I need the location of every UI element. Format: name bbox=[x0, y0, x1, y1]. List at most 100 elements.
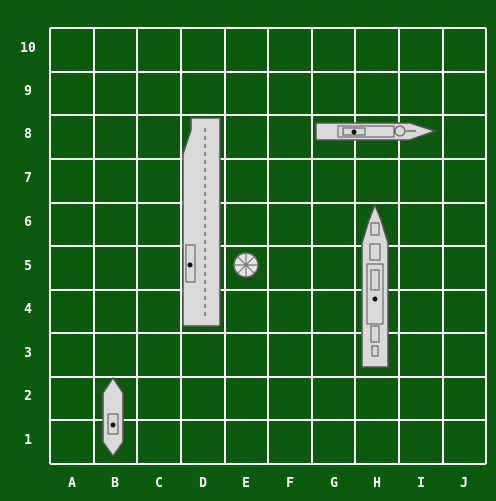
cell-a5[interactable] bbox=[51, 247, 93, 289]
cell-a8[interactable] bbox=[51, 116, 93, 158]
cell-j8[interactable] bbox=[444, 116, 485, 158]
cell-j7[interactable] bbox=[444, 160, 485, 202]
cell-c10[interactable] bbox=[138, 29, 180, 71]
cell-i6[interactable] bbox=[400, 204, 442, 245]
cell-b3[interactable] bbox=[95, 334, 136, 376]
col-label-j: J bbox=[460, 476, 468, 491]
cell-e9[interactable] bbox=[226, 73, 267, 114]
cell-i2[interactable] bbox=[400, 378, 442, 419]
cell-h9[interactable] bbox=[356, 73, 398, 114]
cell-i9[interactable] bbox=[400, 73, 442, 114]
cell-j9[interactable] bbox=[444, 73, 485, 114]
cell-h10[interactable] bbox=[356, 29, 398, 71]
cell-a3[interactable] bbox=[51, 334, 93, 376]
cell-f5[interactable] bbox=[269, 247, 311, 289]
cell-a1[interactable] bbox=[51, 421, 93, 463]
cell-b9[interactable] bbox=[95, 73, 136, 114]
cell-e7[interactable] bbox=[226, 160, 267, 202]
col-label-b: B bbox=[111, 476, 119, 491]
cell-f2[interactable] bbox=[269, 378, 311, 419]
row-label-10: 10 bbox=[20, 41, 36, 56]
cell-g7[interactable] bbox=[313, 160, 354, 202]
cell-f4[interactable] bbox=[269, 291, 311, 332]
cell-c1[interactable] bbox=[138, 421, 180, 463]
cell-c2[interactable] bbox=[138, 378, 180, 419]
cell-e1[interactable] bbox=[226, 421, 267, 463]
cell-f8[interactable] bbox=[269, 116, 311, 158]
cell-a7[interactable] bbox=[51, 160, 93, 202]
cell-g6[interactable] bbox=[313, 204, 354, 245]
cell-j3[interactable] bbox=[444, 334, 485, 376]
cell-i1[interactable] bbox=[400, 421, 442, 463]
cell-e3[interactable] bbox=[226, 334, 267, 376]
cell-g10[interactable] bbox=[313, 29, 354, 71]
cell-c9[interactable] bbox=[138, 73, 180, 114]
row-label-6: 6 bbox=[24, 215, 32, 230]
cell-e10[interactable] bbox=[226, 29, 267, 71]
cell-d2[interactable] bbox=[182, 378, 224, 419]
cell-i5[interactable] bbox=[400, 247, 442, 289]
cell-f10[interactable] bbox=[269, 29, 311, 71]
cell-c6[interactable] bbox=[138, 204, 180, 245]
cruiser-bridge-dot bbox=[352, 130, 357, 135]
cell-a2[interactable] bbox=[51, 378, 93, 419]
cell-a9[interactable] bbox=[51, 73, 93, 114]
cell-d1[interactable] bbox=[182, 421, 224, 463]
battleship-aft-turret bbox=[372, 346, 378, 356]
cell-i3[interactable] bbox=[400, 334, 442, 376]
cell-e8[interactable] bbox=[226, 116, 267, 158]
col-label-d: D bbox=[199, 476, 207, 491]
cell-g5[interactable] bbox=[313, 247, 354, 289]
cell-b5[interactable] bbox=[95, 247, 136, 289]
cell-e4[interactable] bbox=[226, 291, 267, 332]
crosshair-disc-icon[interactable] bbox=[234, 253, 258, 277]
cell-f7[interactable] bbox=[269, 160, 311, 202]
cell-c4[interactable] bbox=[138, 291, 180, 332]
cell-c5[interactable] bbox=[138, 247, 180, 289]
row-label-9: 9 bbox=[24, 84, 32, 99]
cell-b8[interactable] bbox=[95, 116, 136, 158]
cell-j5[interactable] bbox=[444, 247, 485, 289]
cell-c3[interactable] bbox=[138, 334, 180, 376]
cell-f9[interactable] bbox=[269, 73, 311, 114]
cell-b7[interactable] bbox=[95, 160, 136, 202]
row-label-4: 4 bbox=[24, 302, 32, 317]
cell-f1[interactable] bbox=[269, 421, 311, 463]
cell-e2[interactable] bbox=[226, 378, 267, 419]
cell-c7[interactable] bbox=[138, 160, 180, 202]
cell-a6[interactable] bbox=[51, 204, 93, 245]
cell-b6[interactable] bbox=[95, 204, 136, 245]
cell-j10[interactable] bbox=[444, 29, 485, 71]
cruiser-ship[interactable] bbox=[316, 123, 435, 140]
cell-e6[interactable] bbox=[226, 204, 267, 245]
carrier-ship[interactable] bbox=[183, 118, 220, 326]
cell-i10[interactable] bbox=[400, 29, 442, 71]
cell-g4[interactable] bbox=[313, 291, 354, 332]
cell-g1[interactable] bbox=[313, 421, 354, 463]
cell-j4[interactable] bbox=[444, 291, 485, 332]
cell-j1[interactable] bbox=[444, 421, 485, 463]
cell-h1[interactable] bbox=[356, 421, 398, 463]
patrol-boat-ship[interactable] bbox=[103, 378, 123, 456]
cell-f6[interactable] bbox=[269, 204, 311, 245]
battleship-ship[interactable] bbox=[362, 205, 388, 367]
cell-b10[interactable] bbox=[95, 29, 136, 71]
cell-d3[interactable] bbox=[182, 334, 224, 376]
cell-j6[interactable] bbox=[444, 204, 485, 245]
cell-f3[interactable] bbox=[269, 334, 311, 376]
cell-a4[interactable] bbox=[51, 291, 93, 332]
cell-h7[interactable] bbox=[356, 160, 398, 202]
cell-c8[interactable] bbox=[138, 116, 180, 158]
cell-a10[interactable] bbox=[51, 29, 93, 71]
cell-j2[interactable] bbox=[444, 378, 485, 419]
cell-g9[interactable] bbox=[313, 73, 354, 114]
cell-b4[interactable] bbox=[95, 291, 136, 332]
cell-i7[interactable] bbox=[400, 160, 442, 202]
row-label-1: 1 bbox=[24, 433, 32, 448]
cell-i4[interactable] bbox=[400, 291, 442, 332]
cell-h2[interactable] bbox=[356, 378, 398, 419]
cell-g3[interactable] bbox=[313, 334, 354, 376]
cell-d10[interactable] bbox=[182, 29, 224, 71]
cell-d9[interactable] bbox=[182, 73, 224, 114]
cell-g2[interactable] bbox=[313, 378, 354, 419]
